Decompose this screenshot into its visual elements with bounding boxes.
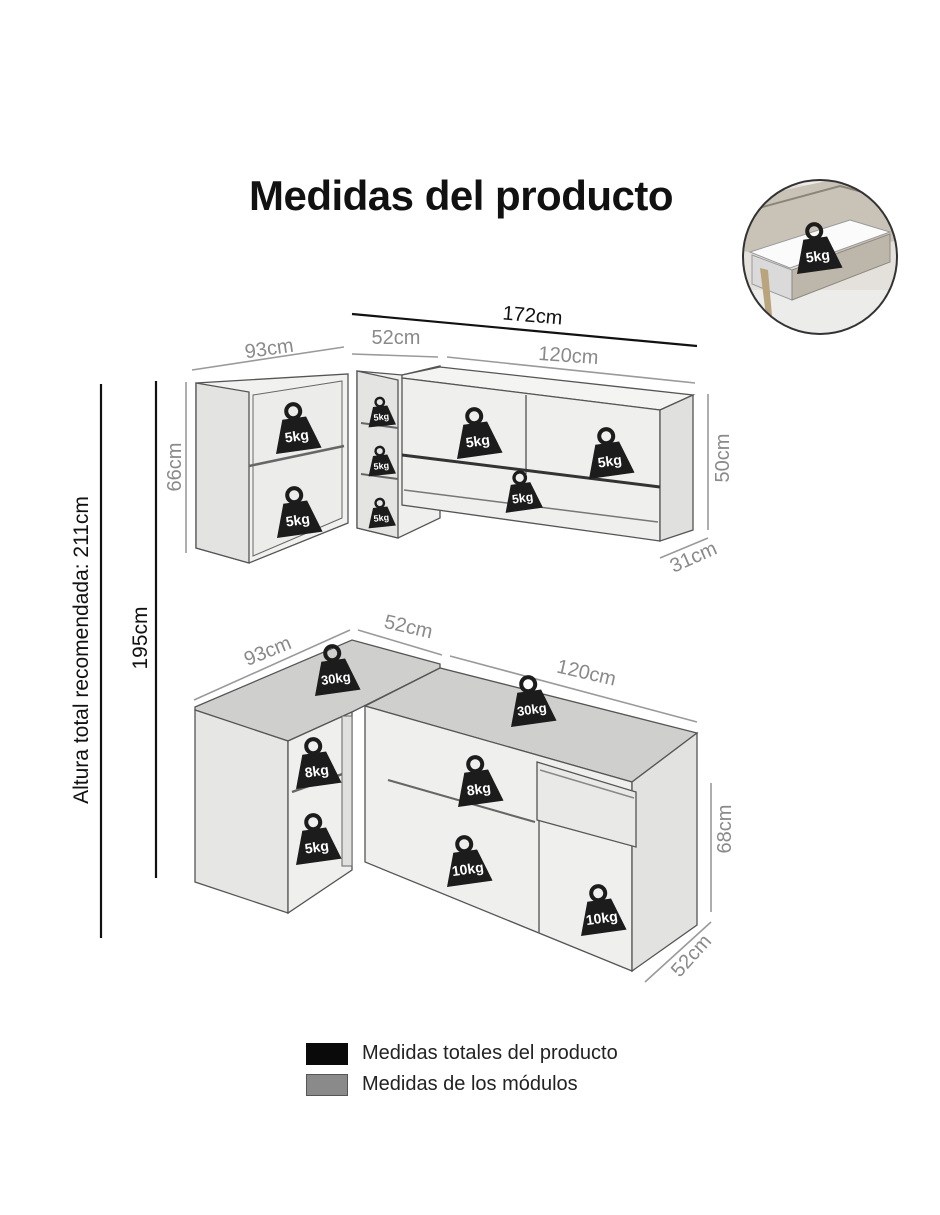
lower-height-label: 68cm <box>714 805 736 854</box>
weight-label: 5kg <box>285 510 311 529</box>
weight-label: 8kg <box>304 761 330 780</box>
weight-icon: 10kg <box>573 881 628 939</box>
weight-label: 5kg <box>373 512 389 524</box>
weight-icon: 8kg <box>288 734 343 792</box>
upper-height-label: 66cm <box>164 443 186 492</box>
weight-label: 5kg <box>373 411 389 423</box>
upper-left-width-label: 93cm <box>243 335 294 364</box>
weight-icon: 5kg <box>789 219 844 277</box>
lower-dimension-lines <box>193 629 712 983</box>
upper-right-height-label: 50cm <box>712 434 734 483</box>
weight-label: 5kg <box>465 431 491 450</box>
weight-icon: 5kg <box>269 483 324 541</box>
weight-label: 30kg <box>516 700 547 719</box>
weight-icon: 5kg <box>268 399 323 457</box>
weight-icon: 5kg <box>581 424 636 482</box>
weight-label: 10kg <box>451 859 485 879</box>
lower-module <box>194 639 699 973</box>
upper-weights: 5kg 5kg 5kg 5kg 5kg 5kg 5kg 5kg <box>268 395 636 541</box>
weight-label: 5kg <box>304 837 330 856</box>
weight-icon: 5kg <box>449 404 504 462</box>
height-markers: Altura total recomendada: 211cm 195cm <box>70 381 158 938</box>
weight-icon: 8kg <box>450 752 505 810</box>
weight-icon: 5kg <box>364 496 397 530</box>
upper-mid-width-label: 52cm <box>372 327 421 349</box>
legend-item-modules: Medidas de los módulos <box>306 1069 618 1100</box>
weight-icon: 5kg <box>364 395 397 429</box>
upper-dimension-labels: 172cm 93cm 52cm 120cm 66cm 50cm 31cm <box>164 302 734 577</box>
weight-icon: 30kg <box>307 641 362 699</box>
total-width-label: 172cm <box>502 302 564 329</box>
legend: Medidas totales del producto Medidas de … <box>306 1038 618 1100</box>
weight-label: 8kg <box>466 779 492 798</box>
lower-weights: 30kg 30kg 8kg 5kg 8kg 10kg 10kg <box>288 641 628 939</box>
legend-swatch-modules <box>306 1073 348 1096</box>
page-title: Medidas del producto <box>248 172 674 219</box>
weight-label: 5kg <box>373 460 389 472</box>
lower-right-width-label: 120cm <box>555 656 618 691</box>
legend-label: Medidas totales del producto <box>362 1042 618 1064</box>
weight-label: 30kg <box>320 669 351 688</box>
upper-right-width-label: 120cm <box>538 343 599 369</box>
total-height-label: Altura total recomendada: 211cm <box>70 496 93 804</box>
weight-label: 5kg <box>511 490 534 507</box>
inset-weight-label: 5kg <box>805 246 831 265</box>
weight-label: 5kg <box>284 426 310 445</box>
legend-label: Medidas de los módulos <box>362 1073 578 1095</box>
lower-mid-width-label: 52cm <box>382 611 435 643</box>
weight-icon: 5kg <box>288 810 343 868</box>
upper-dimension-lines <box>185 312 709 559</box>
legend-swatch-total <box>306 1042 348 1065</box>
total-width-line <box>351 312 698 348</box>
weight-label: 5kg <box>597 451 623 470</box>
lower-left-width-label: 93cm <box>241 632 295 671</box>
weight-icon: 5kg <box>364 444 397 478</box>
legend-item-total: Medidas totales del producto <box>306 1038 618 1069</box>
weight-label: 10kg <box>585 908 619 928</box>
weight-icon: 10kg <box>439 832 494 890</box>
module-span-label: 195cm <box>129 606 152 669</box>
weight-icon: 5kg <box>499 467 544 515</box>
weight-icon: 30kg <box>503 672 558 730</box>
